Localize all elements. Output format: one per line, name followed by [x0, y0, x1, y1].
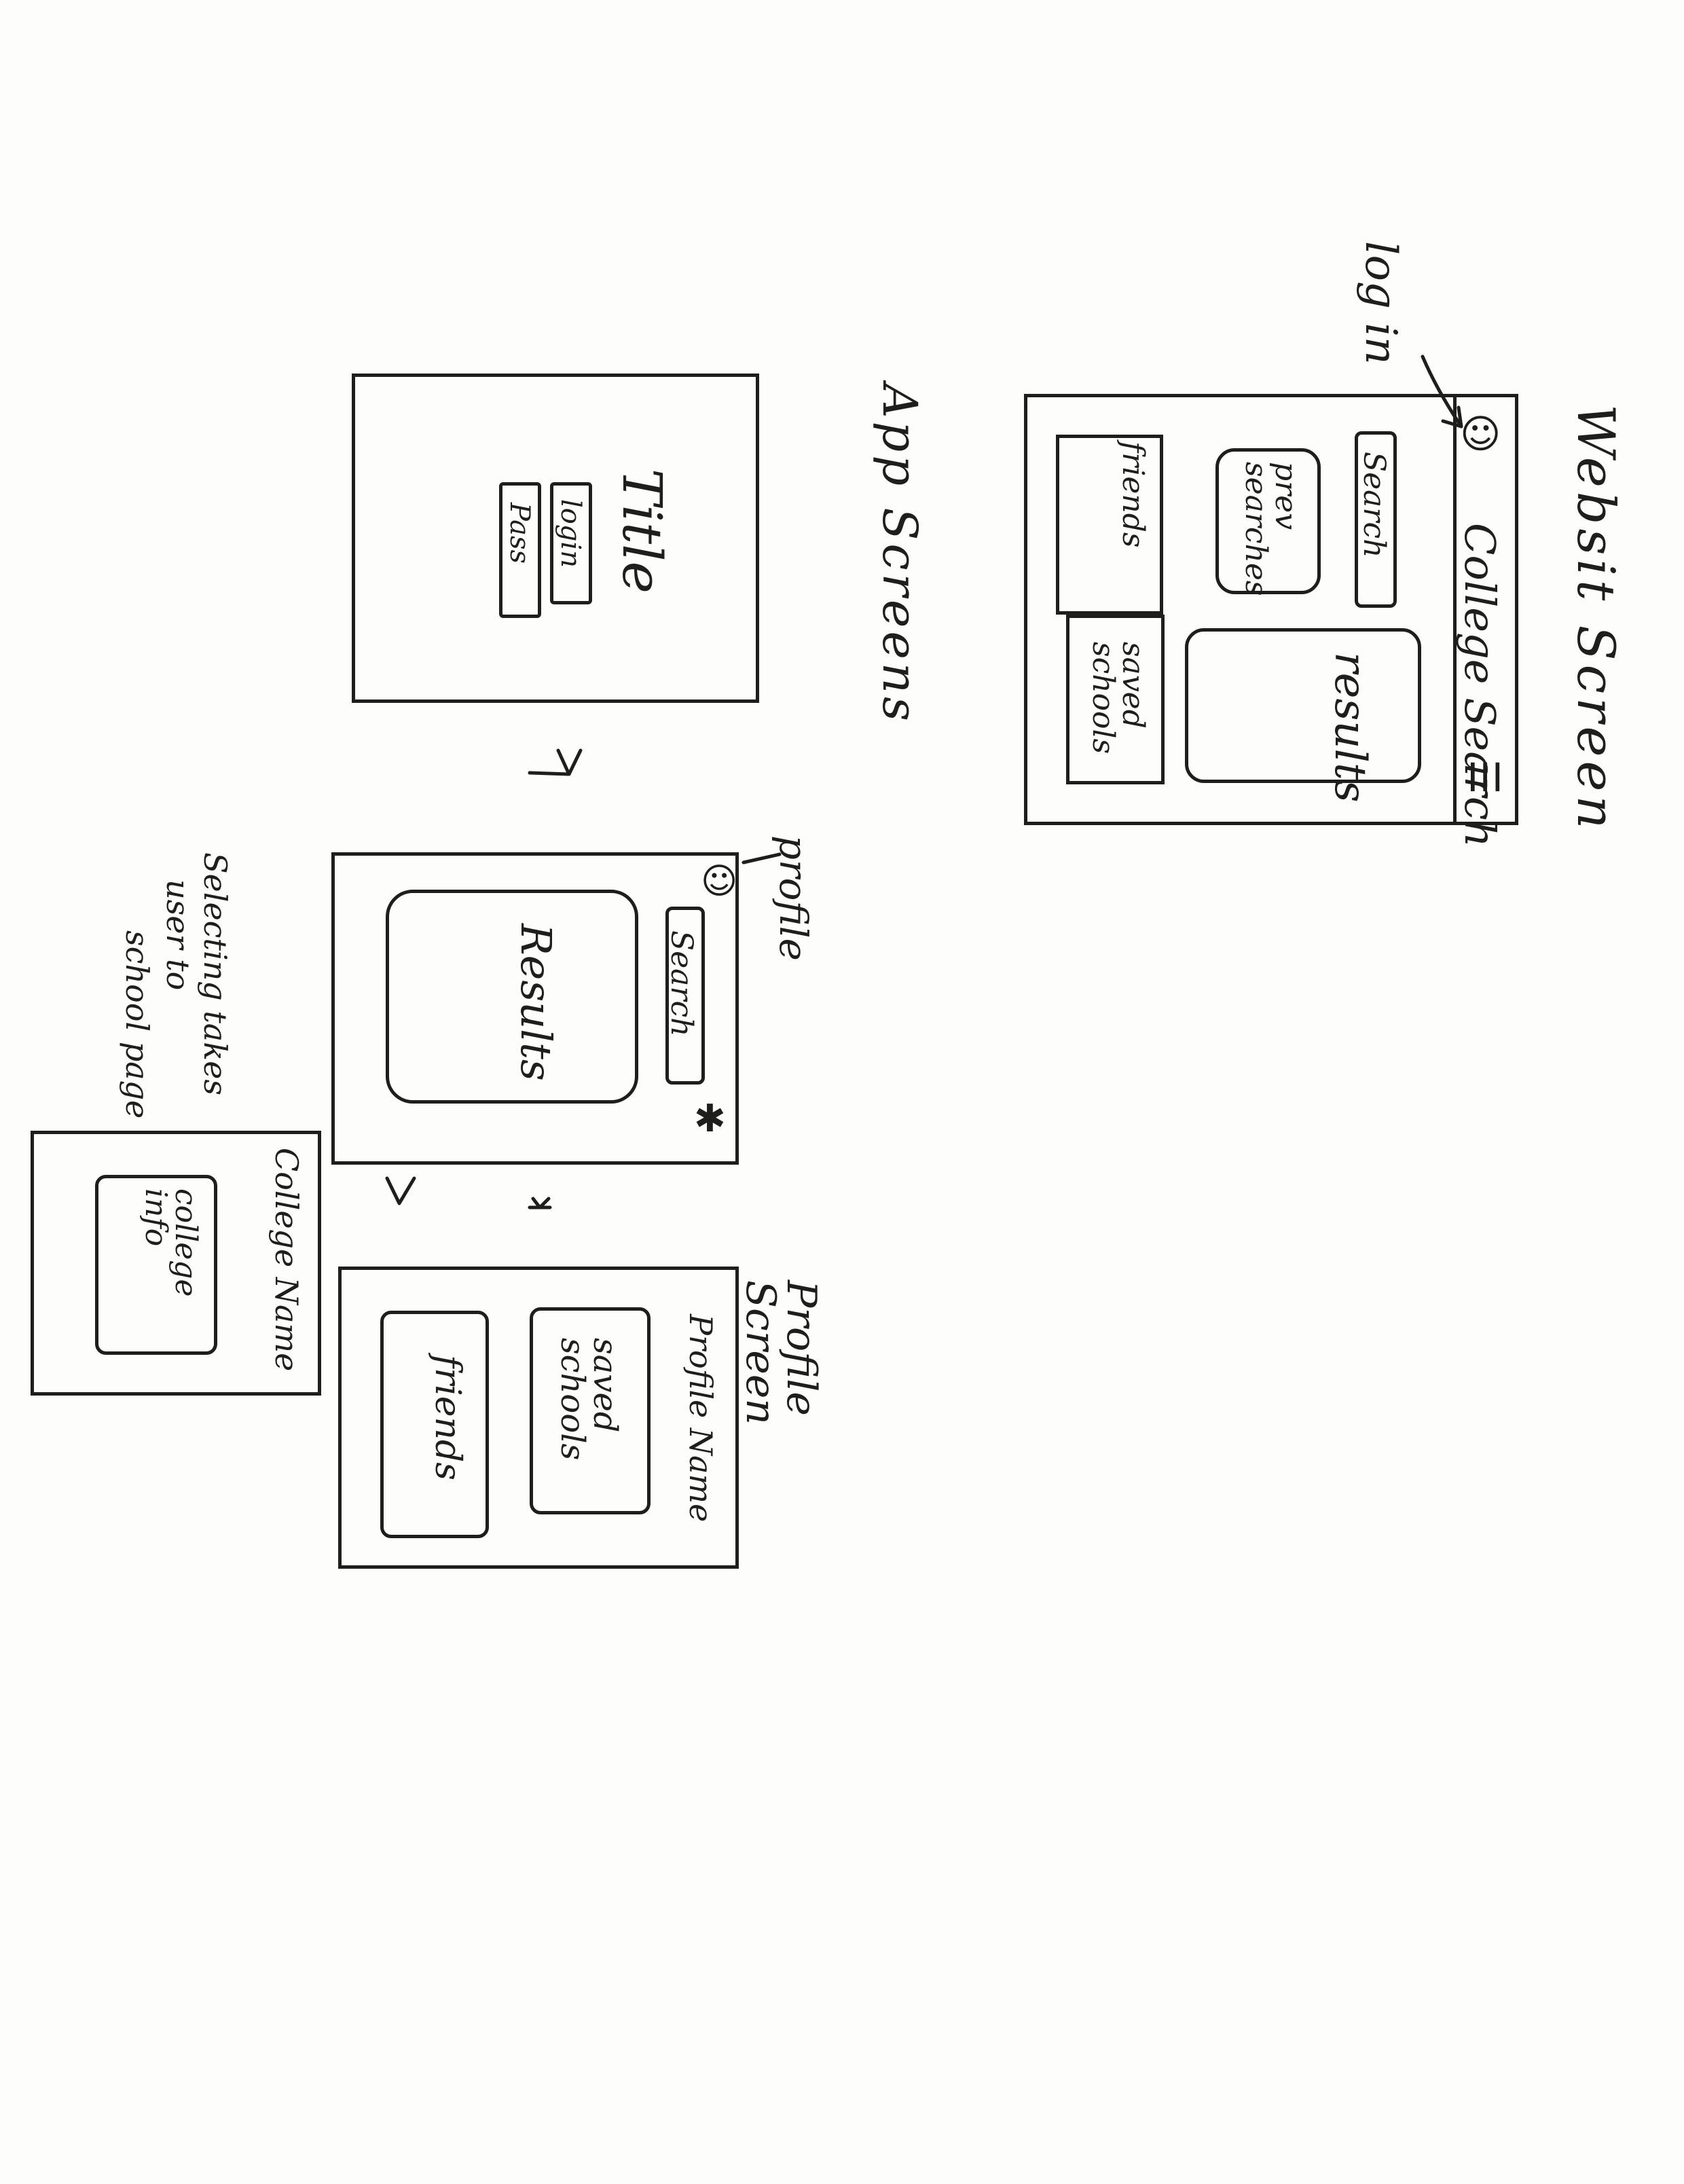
- website-frame: [1024, 394, 1518, 825]
- profile-icon[interactable]: ☺: [1460, 411, 1501, 457]
- app-search-input[interactable]: [665, 907, 705, 1085]
- login-pointer-arrow: [1421, 354, 1463, 429]
- website-search-input[interactable]: [1355, 431, 1397, 608]
- asterisk-icon[interactable]: ✱: [694, 1097, 726, 1141]
- app-login-frame: [352, 374, 759, 703]
- college-info-panel[interactable]: [95, 1175, 217, 1355]
- profile-saved-schools-panel[interactable]: [530, 1307, 651, 1514]
- profile-pointer-line: [742, 852, 782, 864]
- website-header-divider: [1453, 397, 1457, 825]
- app-profile-frame: [338, 1267, 739, 1569]
- app-college-frame: [31, 1131, 321, 1396]
- results-to-college-arrow: [385, 1176, 416, 1205]
- app-profile-icon[interactable]: ☺: [701, 861, 738, 902]
- app-results-panel: [386, 890, 638, 1104]
- friends-panel[interactable]: [1056, 435, 1163, 615]
- results-to-profile-arrow: [528, 1197, 552, 1209]
- pass-field[interactable]: [499, 482, 541, 618]
- prev-searches-panel[interactable]: [1215, 448, 1321, 594]
- saved-schools-panel[interactable]: [1066, 615, 1165, 784]
- login-to-results-arrow: [528, 748, 583, 776]
- profile-friends-panel[interactable]: [380, 1311, 489, 1538]
- website-results-panel: [1185, 628, 1421, 783]
- app-results-frame: [331, 852, 739, 1165]
- login-field[interactable]: [550, 482, 592, 604]
